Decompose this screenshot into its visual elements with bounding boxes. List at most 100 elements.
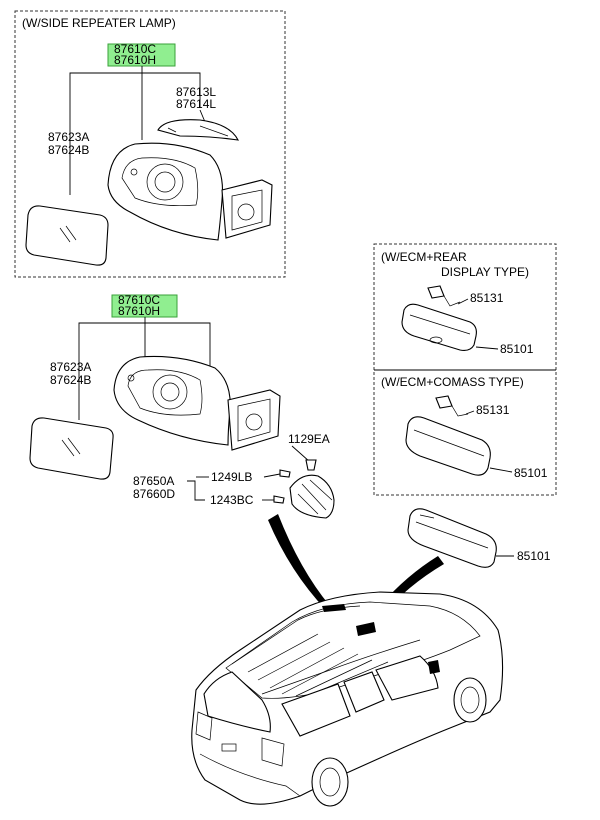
connector-wire: [451, 405, 469, 417]
part-number-cover-b[interactable]: 87614L: [176, 97, 216, 111]
panel-caption: (W/ECM+REAR: [381, 250, 467, 264]
part-number-mirror[interactable]: 85101: [514, 466, 548, 480]
connector-wire: [443, 295, 461, 307]
mirror-edge: [413, 429, 485, 457]
inner-cover: [289, 474, 335, 519]
screw: [273, 495, 285, 504]
screw: [279, 469, 291, 478]
part-number-glass-a[interactable]: 87623A: [50, 360, 91, 374]
housing-inner: [127, 369, 203, 416]
side-window: [281, 683, 351, 737]
connector: [435, 395, 453, 409]
highlight-box: [111, 294, 178, 318]
repeater-lamp-cover: [157, 119, 239, 141]
mirror-housing: [107, 142, 224, 241]
part-number-glass-b[interactable]: 87624B: [48, 143, 89, 157]
leader-line: [475, 346, 499, 350]
mirror-glass: [25, 205, 109, 266]
leader-line: [69, 72, 201, 195]
part-number-mirror[interactable]: 85101: [517, 549, 551, 563]
pointer-arrow-side: [268, 514, 330, 610]
cover-grille: [297, 479, 333, 515]
roof-rail: [231, 605, 361, 665]
base-inner: [237, 398, 271, 442]
tail-light: [195, 711, 213, 741]
mirror-assembly: 87610C 87610H 87623A 87624B 1129EA 87650…: [29, 293, 335, 519]
part-number-cover-a[interactable]: 87650A: [133, 474, 174, 488]
panel-caption: (W/ECM+COMASS TYPE): [381, 375, 524, 389]
part-number-mirror[interactable]: 85101: [500, 342, 534, 356]
panel-caption: (W/SIDE REPEATER LAMP): [22, 16, 176, 30]
part-number-assy-a[interactable]: 87610C: [114, 42, 156, 56]
panel-rear-display: (W/ECM+REAR DISPLAY TYPE) 85131 85101: [373, 243, 557, 496]
cover-detail: [167, 125, 229, 137]
panel-side-repeater: (W/SIDE REPEATER LAMP) 87610C 87610H 876…: [14, 10, 286, 278]
mirror-base: [221, 179, 273, 239]
highlight-box: [107, 43, 176, 67]
roof-rail: [261, 639, 421, 695]
rear-view-mirror: [407, 508, 497, 568]
wheel-hub: [460, 686, 480, 714]
car-side-mirror: [428, 660, 440, 674]
vehicle-body: [191, 591, 504, 805]
mirror-base: [227, 389, 281, 451]
glass-reflection: [59, 225, 77, 243]
base-pivot: [237, 203, 255, 221]
rear-view-mirror: [401, 303, 477, 351]
leader-line: [465, 410, 475, 415]
part-number-cover-b[interactable]: 87660D: [133, 487, 175, 501]
location-marker: [356, 622, 376, 636]
rear-window: [203, 671, 271, 733]
actuator-motor: [146, 163, 184, 201]
leader-line: [489, 467, 513, 473]
part-number-cover-a[interactable]: 87613L: [176, 85, 216, 99]
base-pivot: [245, 413, 263, 431]
housing-inner: [121, 157, 199, 207]
wheel-hub: [319, 767, 341, 797]
panel-border: [373, 243, 557, 496]
vehicle-illustration: [191, 591, 504, 807]
leader-line: [78, 322, 211, 420]
part-number-assy-b[interactable]: 87610H: [114, 53, 156, 67]
mirror-edge: [409, 314, 471, 335]
rear-view-mirror: [405, 416, 491, 476]
side-window: [343, 671, 385, 713]
mirror-edge: [415, 514, 489, 549]
leader-line: [263, 473, 281, 478]
connector: [427, 285, 445, 299]
screw-hole: [127, 374, 135, 382]
panel-border: [14, 10, 286, 278]
rear-bumper: [199, 753, 301, 797]
standalone-mirror: 85101: [407, 508, 551, 568]
tail-light: [261, 737, 285, 767]
glass-reflection: [61, 437, 81, 457]
location-marker: [322, 604, 346, 612]
roof-slats: [247, 633, 389, 697]
part-number-screw-a[interactable]: 1249LB: [211, 470, 252, 484]
base-inner: [231, 189, 263, 231]
part-number-screw-b[interactable]: 1243BC: [210, 493, 254, 507]
leader-line: [457, 298, 469, 305]
actuator-motor: [152, 374, 188, 410]
mirror-glass: [29, 417, 114, 480]
screw-hole: [130, 168, 138, 176]
part-number-glass-a[interactable]: 87623A: [48, 130, 89, 144]
leader-line: [199, 109, 206, 123]
part-number-assy-b[interactable]: 87610H: [118, 304, 160, 318]
part-number-glass-b[interactable]: 87624B: [50, 373, 91, 387]
part-number-connector[interactable]: 85131: [476, 403, 510, 417]
part-number-assy-a[interactable]: 87610C: [118, 293, 160, 307]
leader-line: [187, 480, 205, 501]
rear-wheel: [311, 757, 349, 807]
panel-compass: (W/ECM+COMASS TYPE) 85131 85101: [381, 375, 548, 480]
part-number-bolt[interactable]: 1129EA: [288, 432, 330, 446]
bolt: [305, 459, 317, 471]
front-wheel: [453, 677, 487, 723]
license-badge: [221, 743, 237, 752]
panel-caption: DISPLAY TYPE): [441, 265, 529, 279]
actuator-motor: [160, 382, 180, 402]
mirror-sensor: [429, 336, 443, 344]
part-number-connector[interactable]: 85131: [470, 291, 504, 305]
leader-line: [291, 445, 311, 463]
